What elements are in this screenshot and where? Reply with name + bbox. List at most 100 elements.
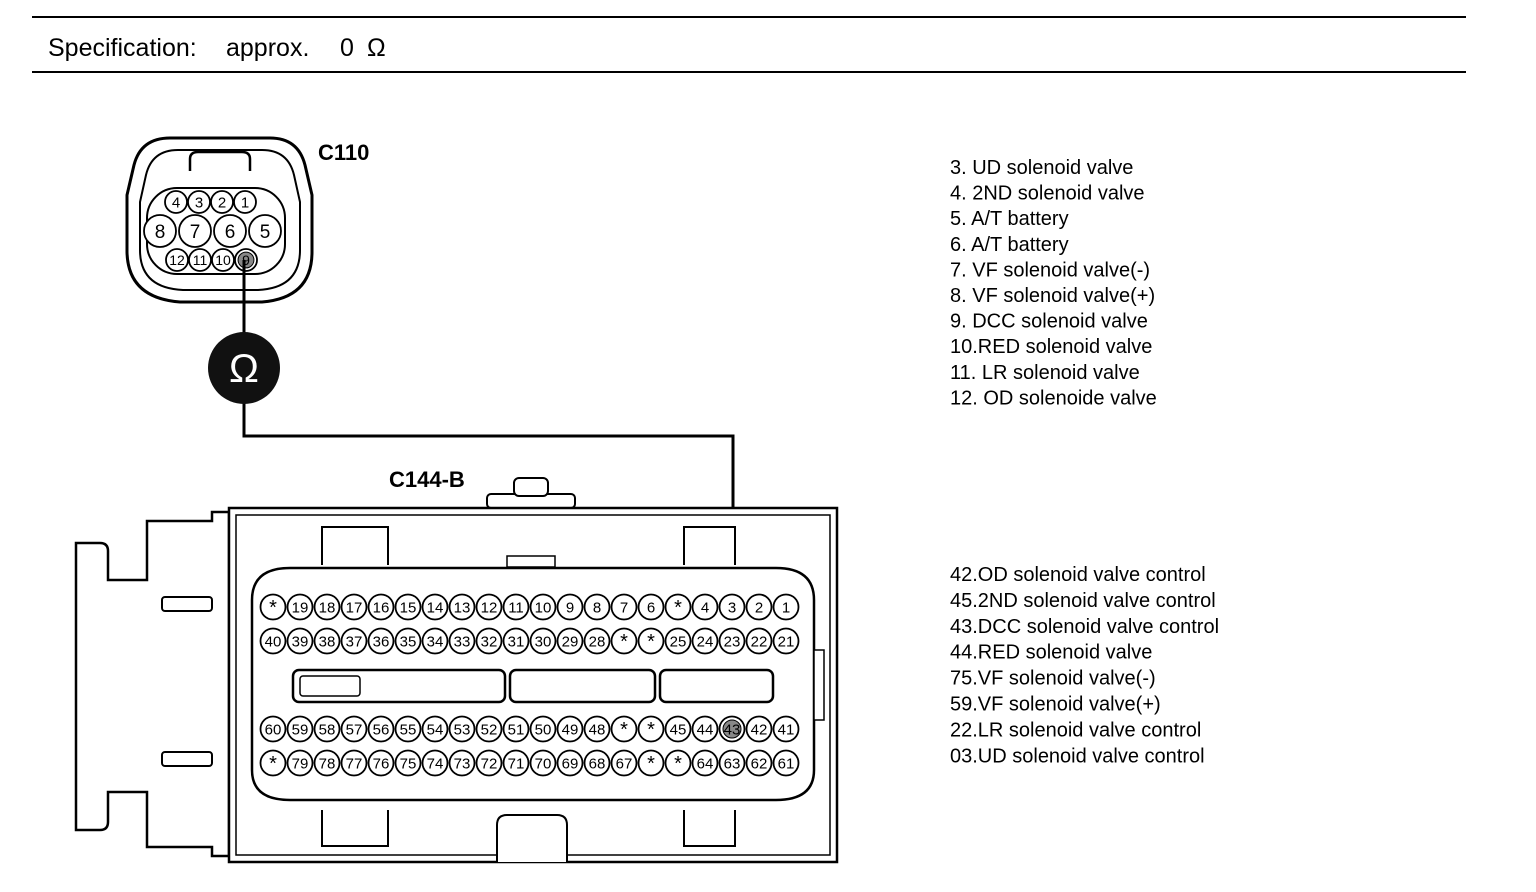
- c144b-pin: 13: [448, 593, 476, 621]
- c144b-pin: 4: [691, 593, 719, 621]
- c144b-pin: 74: [421, 749, 449, 777]
- pin-circle: [165, 248, 189, 272]
- pin-number: 77: [346, 755, 363, 772]
- legend-item: 5. A/T battery: [950, 208, 1069, 230]
- c144b-pin: *: [259, 749, 287, 777]
- c144b-pin: 56: [367, 715, 395, 743]
- pin-circle: [233, 190, 257, 214]
- pin-number: 54: [427, 721, 444, 738]
- pin-number: 8: [593, 599, 601, 616]
- c144b-pin: 75: [394, 749, 422, 777]
- c144b-pin: 22: [745, 627, 773, 655]
- pin-number: 61: [778, 755, 795, 772]
- pin-circle: [421, 749, 449, 777]
- pin-circle: [475, 749, 503, 777]
- pin-circle: [448, 627, 476, 655]
- c144b-pin: 10: [529, 593, 557, 621]
- pin-number: 9: [566, 599, 574, 616]
- c110-inner-body: [139, 149, 301, 291]
- c144b-pin: 11: [502, 593, 530, 621]
- c144b-pin: *: [610, 627, 638, 655]
- pin-circle: [340, 593, 368, 621]
- pin-circle: [448, 715, 476, 743]
- pin-circle: [529, 627, 557, 655]
- pin-number: 62: [751, 755, 768, 772]
- c144b-pin: 35: [394, 627, 422, 655]
- legend-item: 8. VF solenoid valve(+): [950, 285, 1155, 307]
- c144b-pin: 78: [313, 749, 341, 777]
- pin-number: 13: [454, 599, 471, 616]
- pin-circle: [502, 749, 530, 777]
- c144b-pin: 14: [421, 593, 449, 621]
- pin-number: 76: [373, 755, 390, 772]
- pin-number: 14: [427, 599, 444, 616]
- pin-number: 37: [346, 633, 363, 650]
- c144b-pin: 42: [745, 715, 773, 743]
- c144b-pin: 34: [421, 627, 449, 655]
- c144b-tab-top-right: [683, 526, 736, 565]
- c144b-pin: 73: [448, 749, 476, 777]
- pin-circle: [691, 715, 719, 743]
- c144b-pin: 16: [367, 593, 395, 621]
- pin-circle: [313, 715, 341, 743]
- c144b-pin: 39: [286, 627, 314, 655]
- c144b-title: C144-B: [389, 467, 465, 492]
- c144b-pin: 57: [340, 715, 368, 743]
- c144b-pin: 53: [448, 715, 476, 743]
- pin-circle: [556, 749, 584, 777]
- pin-circle: [691, 749, 719, 777]
- pin-circle: [637, 627, 665, 655]
- pin-circle: [340, 749, 368, 777]
- pin-number: 24: [697, 633, 714, 650]
- c144b-pin: 58: [313, 715, 341, 743]
- c144b-pin: 61: [772, 749, 800, 777]
- pin-number: 58: [319, 721, 336, 738]
- pin-circle: [259, 749, 287, 777]
- c144b-pin: *: [664, 593, 692, 621]
- pin-circle: [583, 715, 611, 743]
- c144b-pin: 2: [745, 593, 773, 621]
- pin-circle: [475, 627, 503, 655]
- pin-circle: [394, 593, 422, 621]
- c144b-pin: 72: [475, 749, 503, 777]
- pin-circle: [745, 715, 773, 743]
- c144b-pin: 43: [718, 715, 746, 743]
- pin-circle: [448, 593, 476, 621]
- pin-number: 79: [292, 755, 309, 772]
- c144b-pin: 6: [637, 593, 665, 621]
- pin-circle: [502, 593, 530, 621]
- pin-number: 1: [782, 599, 790, 616]
- legend-item: 4. 2ND solenoid valve: [950, 183, 1145, 205]
- c144b-pin: 67: [610, 749, 638, 777]
- c144b-pin: 69: [556, 749, 584, 777]
- c144b-pin: 60: [259, 715, 287, 743]
- c110-pin: 6: [213, 214, 247, 248]
- c110-pin: 10: [211, 248, 235, 272]
- pin-circle: [718, 627, 746, 655]
- pin-circle: [583, 749, 611, 777]
- c144b-pin: 59: [286, 715, 314, 743]
- c110-pin: 3: [187, 190, 211, 214]
- ohm-symbol-text: Ω: [229, 347, 259, 391]
- pin-circle: [637, 715, 665, 743]
- pin-circle: [367, 627, 395, 655]
- pin-circle: [637, 593, 665, 621]
- pin-circle: [691, 627, 719, 655]
- pin-number: *: [674, 597, 682, 619]
- pin-circle: [143, 214, 177, 248]
- pin-number: 67: [616, 755, 633, 772]
- c144b-pin: 24: [691, 627, 719, 655]
- c144b-pin: 71: [502, 749, 530, 777]
- pin-circle: [313, 749, 341, 777]
- pin-number: 42: [751, 721, 768, 738]
- c144b-pin: *: [637, 749, 665, 777]
- pin-number: 32: [481, 633, 498, 650]
- c144b-pin: 30: [529, 627, 557, 655]
- c144b-pin: 50: [529, 715, 557, 743]
- pin-number: 59: [292, 721, 309, 738]
- pin-number: 3: [195, 194, 203, 211]
- c144b-pin: 1: [772, 593, 800, 621]
- c144b-pin: *: [637, 627, 665, 655]
- pin-number: 22: [751, 633, 768, 650]
